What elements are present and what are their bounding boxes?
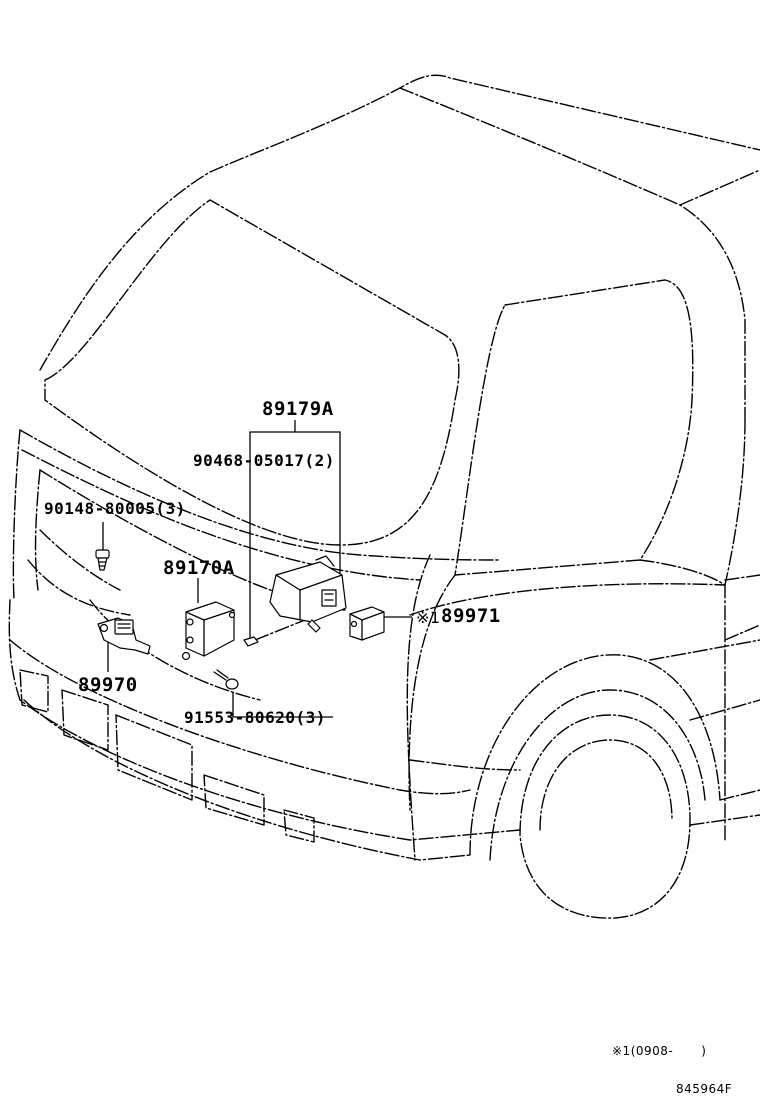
footnote-text: (0908- [630,1044,674,1058]
label-91553-80620: 91553-80620(3) [184,708,326,727]
cab-outline [8,74,760,919]
label-89179A: 89179A [262,398,334,420]
label-90468-05017: 90468-05017(2) [193,451,335,470]
label-89170A: 89170A [163,557,235,579]
label-89971-mark: ※1 [416,608,441,627]
sensor-89970 [97,617,151,655]
label-90148-80005: 90148-80005(3) [44,499,186,518]
figure-code: 845964F [676,1082,733,1096]
clip-90468 [243,636,259,647]
leader-91553 [232,692,333,718]
ecu-89170A [181,601,236,661]
bracket-89179A [269,555,347,633]
label-89971: 89971 [441,605,501,627]
footnote-mark: ※1 [612,1044,631,1058]
receiver-89971 [349,606,385,641]
label-89970: 89970 [78,674,138,696]
footnote: ※1(0908-) [612,1044,706,1058]
footnote-close: ) [701,1044,707,1058]
screw-91553 [213,669,239,690]
bolt-90148 [95,549,110,571]
